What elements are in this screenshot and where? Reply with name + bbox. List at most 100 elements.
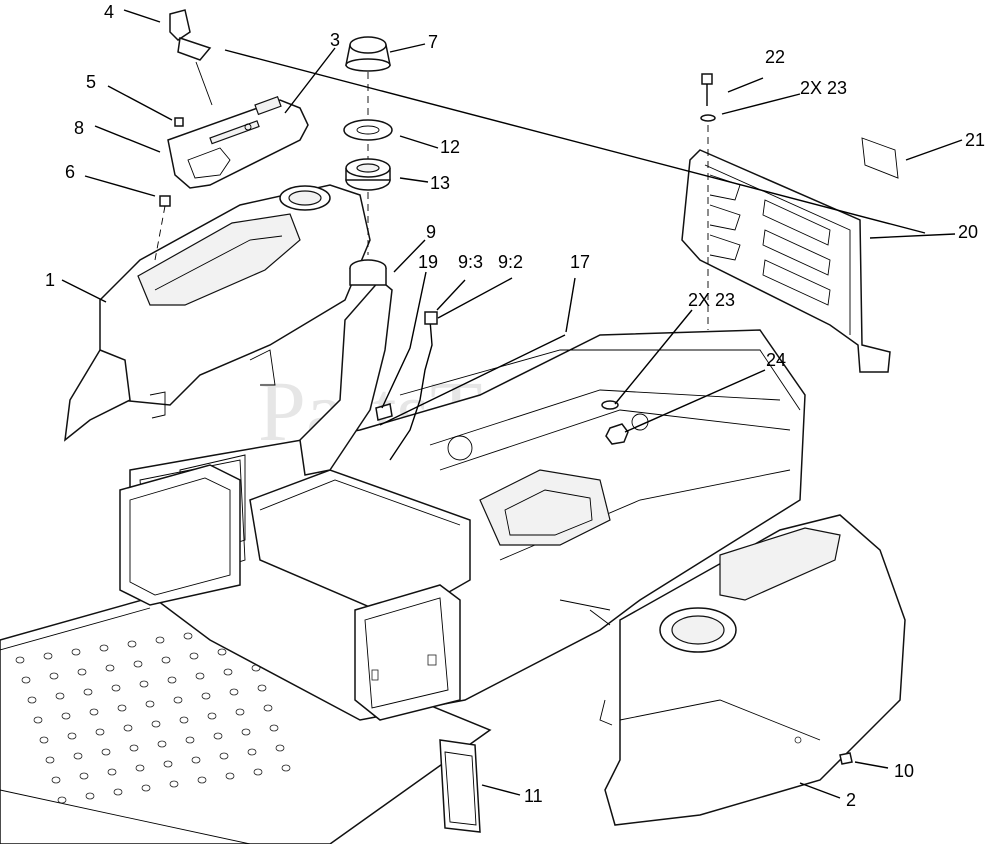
floor-perforation [241, 728, 251, 736]
control-cable [169, 9, 926, 234]
callout-2: 2 [846, 790, 856, 810]
floor-perforation [281, 764, 291, 772]
callout-1: 1 [45, 270, 55, 290]
floor-perforation [39, 736, 49, 744]
floor-perforation [195, 672, 205, 680]
callout-7: 7 [428, 32, 438, 52]
fender-body-right [599, 514, 906, 826]
screw-5 [174, 117, 184, 127]
floor-perforation [85, 792, 95, 800]
floor-perforation [189, 652, 199, 660]
decal-11 [439, 739, 481, 833]
floor-perforation [51, 776, 61, 784]
callout-19: 19 [418, 252, 438, 272]
callout-21: 21 [965, 130, 985, 150]
floor-perforation [219, 752, 229, 760]
floor-perforation [201, 692, 211, 700]
floor-perforation [263, 704, 273, 712]
floor-perforation [105, 664, 115, 672]
gasket-12 [343, 119, 393, 141]
floor-plate [0, 594, 492, 844]
fuel-filler-neck [299, 259, 393, 476]
floor-perforation [113, 788, 123, 796]
floor-perforation [27, 696, 37, 704]
floor-perforation [135, 764, 145, 772]
floor-perforation [225, 772, 235, 780]
callout-9: 9 [426, 222, 436, 242]
floor-perforation [15, 656, 25, 664]
callout-11: 11 [524, 786, 543, 806]
grommet-13 [345, 158, 391, 191]
floor-perforation [71, 648, 81, 656]
floor-perforation [61, 712, 71, 720]
floor-perforation [67, 732, 77, 740]
floor-perforation [101, 748, 111, 756]
floor-perforation [117, 704, 127, 712]
floor-perforation [257, 684, 267, 692]
floor-perforation [179, 716, 189, 724]
floor-perforation [269, 724, 279, 732]
floor-perforation [123, 724, 133, 732]
floor-perforation [33, 716, 43, 724]
floor-perforation [161, 656, 171, 664]
callout-20: 20 [958, 222, 978, 242]
floor-perforation [151, 720, 161, 728]
floor-perforation [155, 636, 165, 644]
floor-perforation [45, 756, 55, 764]
clip-6 [154, 195, 171, 261]
fender-body-left [64, 184, 371, 442]
fuel-cap [345, 36, 391, 255]
floor-perforation [247, 748, 257, 756]
callout-4: 4 [104, 2, 114, 22]
control-panel [167, 96, 309, 189]
floor-perforation [163, 760, 173, 768]
callout-10: 10 [894, 761, 914, 781]
floor-perforation [111, 684, 121, 692]
floor-perforation [173, 696, 183, 704]
screw-10 [839, 752, 853, 765]
callout-6: 6 [65, 162, 75, 182]
floor-perforation [133, 660, 143, 668]
rod-17 [379, 334, 566, 426]
floor-perforation [21, 676, 31, 684]
floor-perforation [107, 768, 117, 776]
floor-perforation [145, 700, 155, 708]
floor-perforation [77, 668, 87, 676]
floor-perforation [89, 708, 99, 716]
floor-perforation [253, 768, 263, 776]
floor-perforation [229, 688, 239, 696]
callout-22: 22 [765, 47, 785, 67]
callout-13: 13 [430, 173, 450, 193]
floor-perforation [275, 744, 285, 752]
floor-perforation [43, 652, 53, 660]
leader-lines [61, 9, 963, 799]
floor-perforation [127, 640, 137, 648]
floor-perforation [167, 676, 177, 684]
callout-8: 8 [74, 118, 84, 138]
nut-24 [601, 400, 629, 445]
callout-3: 3 [330, 30, 340, 50]
floor-perforation [183, 632, 193, 640]
floor-perforation [99, 644, 109, 652]
callout-23-top: 2X 23 [800, 78, 847, 98]
fuel-hose [389, 311, 438, 461]
callout-5: 5 [86, 72, 96, 92]
decal-21 [861, 137, 899, 179]
floor-perforation [191, 756, 201, 764]
callout-17: 17 [570, 252, 590, 272]
floor-perforation [129, 744, 139, 752]
callout-9-2: 9:2 [498, 252, 523, 272]
floor-perforation [217, 648, 227, 656]
bolt-22 [700, 73, 716, 330]
callout-24: 24 [766, 350, 786, 370]
floor-perforation [157, 740, 167, 748]
floor-perforation [83, 688, 93, 696]
floor-perforation [197, 776, 207, 784]
floor-perforation [141, 784, 151, 792]
floor-perforation [169, 780, 179, 788]
floor-perforation [79, 772, 89, 780]
rear-plate [681, 149, 891, 373]
floor-perforation [139, 680, 149, 688]
callout-9-3: 9:3 [458, 252, 483, 272]
